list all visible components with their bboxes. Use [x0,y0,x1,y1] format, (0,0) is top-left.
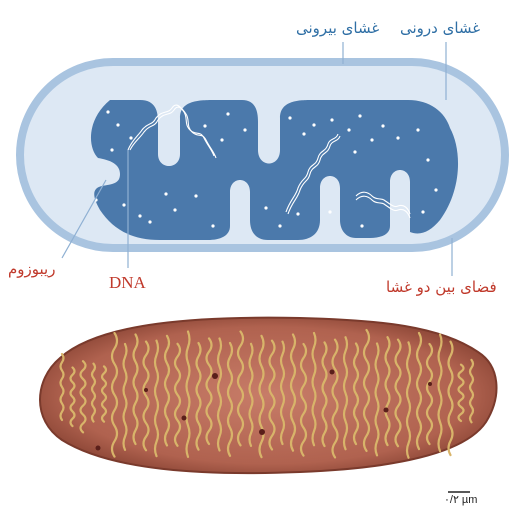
label-dna: DNA [109,274,146,291]
micrograph-body [40,318,496,473]
micrograph [40,318,496,473]
label-ribosome: ریبوزوم [8,262,55,277]
label-inner-membrane: غشای درونی [400,21,480,36]
label-intermembrane-space: فضای بین دو غشا [386,280,497,295]
label-outer-membrane: غشای بیرونی [296,21,379,36]
scale-bar-label: ۰/۲ µm [444,495,477,506]
